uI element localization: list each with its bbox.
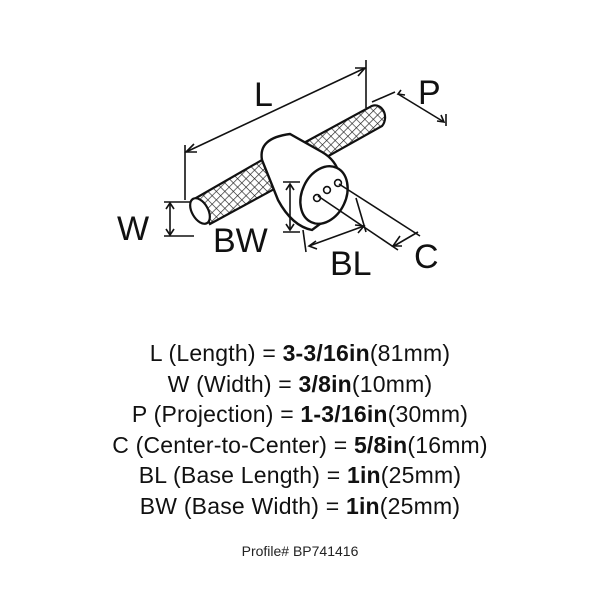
dimension-p — [371, 89, 447, 126]
spec-metric: (25mm) — [379, 492, 461, 519]
spec-name: (Base Length) — [173, 462, 321, 488]
spec-imperial: 1in — [345, 492, 380, 519]
dimension-diagram: L P W BW BL C — [117, 60, 447, 283]
knurled-bar-left — [189, 158, 280, 226]
spec-imperial: 1in — [346, 462, 381, 488]
spec-abbr: BL — [138, 462, 167, 488]
spec-metric: (10mm) — [351, 370, 433, 397]
spec-line: L (Length) = 3-3/16in(81mm) — [149, 340, 451, 366]
dimension-c — [317, 183, 421, 251]
spec-name: (Center-to-Center) — [135, 431, 328, 458]
label-c: C — [414, 238, 439, 276]
spec-name: (Width) — [196, 370, 272, 397]
label-w: W — [117, 210, 149, 248]
dimension-l — [184, 60, 367, 200]
label-p: P — [418, 74, 441, 112]
spec-abbr: BW — [139, 492, 178, 519]
label-l: L — [254, 76, 273, 114]
spec-metric: (30mm) — [387, 401, 469, 427]
spec-name: (Projection) — [153, 401, 274, 427]
spec-line: W (Width) = 3/8in(10mm) — [167, 370, 433, 397]
spec-name: (Length) — [168, 340, 256, 366]
spec-imperial: 1-3/16in — [300, 401, 388, 427]
spec-metric: (16mm) — [407, 431, 488, 458]
dimension-bw — [283, 181, 300, 233]
spec-abbr: C — [112, 431, 130, 458]
dimension-w — [164, 201, 194, 237]
spec-abbr: W — [167, 370, 190, 397]
screw-hole-left — [312, 193, 322, 203]
spec-abbr: L — [149, 340, 162, 366]
spec-line: BW (Base Width) = 1in(25mm) — [139, 492, 461, 519]
profile-number: Profile# BP741416 — [241, 543, 359, 559]
spec-metric: (25mm) — [380, 462, 462, 488]
spec-imperial: 5/8in — [353, 431, 408, 458]
specification-list: L (Length) = 3-3/16in(81mm) W (Width) = 3… — [0, 338, 600, 521]
spec-metric: (81mm) — [369, 340, 451, 366]
screw-hole-center — [322, 185, 332, 195]
spec-line: C (Center-to-Center) = 5/8in(16mm) — [112, 431, 488, 458]
spec-name: (Base Width) — [183, 492, 320, 519]
spec-imperial: 3-3/16in — [282, 340, 370, 366]
spec-imperial: 3/8in — [298, 370, 352, 397]
label-bw: BW — [213, 222, 268, 260]
label-bl: BL — [330, 245, 372, 283]
spec-line: BL (Base Length) = 1in(25mm) — [138, 462, 462, 488]
knurled-bar-right — [298, 104, 387, 165]
spec-abbr: P — [131, 401, 148, 427]
spec-line: P (Projection) = 1-3/16in(30mm) — [131, 401, 469, 427]
